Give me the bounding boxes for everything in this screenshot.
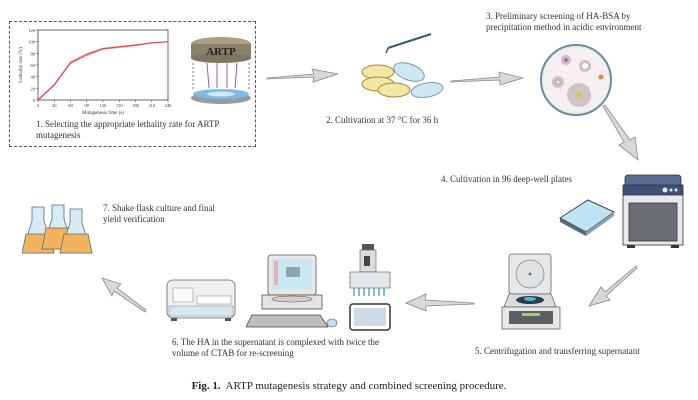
step-2-label: 2. Cultivation at 37 °C for 36 h bbox=[326, 115, 439, 125]
computer-illustration bbox=[246, 254, 338, 328]
step-5-label: 5. Centrifugation and transferring super… bbox=[475, 346, 640, 356]
x-tick-label: 30 bbox=[52, 103, 57, 108]
artp-device-illustration: ARTP bbox=[191, 37, 251, 104]
colony bbox=[598, 74, 604, 80]
step-1-line-1: 1. Selecting the appropriate lethality r… bbox=[36, 119, 220, 129]
data-point bbox=[167, 41, 169, 43]
shake-flasks-illustration bbox=[22, 204, 93, 254]
data-point bbox=[102, 48, 104, 50]
screening-plate-illustration bbox=[540, 44, 612, 116]
step-1-frame bbox=[9, 21, 256, 147]
figure-caption: Fig. 1. ARTP mutagenesis strategy and co… bbox=[0, 380, 698, 392]
step-1-line-2: mutagenesis bbox=[36, 130, 81, 140]
inoculation-loop-icon bbox=[387, 33, 432, 49]
multichannel-pipette-illustration bbox=[349, 244, 391, 331]
data-point bbox=[37, 99, 39, 101]
step-7-line-2: yield verification bbox=[103, 214, 165, 224]
y-tick-label: 80 bbox=[31, 51, 36, 56]
x-tick-label: 210 bbox=[148, 103, 156, 108]
step-6-label: 6. The HA in the supernatant is complexe… bbox=[172, 337, 432, 359]
microplate-reader-illustration bbox=[166, 279, 236, 321]
y-tick-label: 0 bbox=[33, 98, 36, 103]
plasma-rays bbox=[192, 62, 250, 90]
x-tick-label: 90 bbox=[85, 103, 90, 108]
x-tick-label: 120 bbox=[100, 103, 108, 108]
petri-dishes-illustration bbox=[361, 33, 444, 98]
data-point bbox=[118, 46, 120, 48]
figure-caption-text: ARTP mutagenesis strategy and combined s… bbox=[225, 380, 507, 392]
step-6-line-1: 6. The HA in the supernatant is complexe… bbox=[172, 337, 380, 347]
centrifuge-illustration bbox=[501, 253, 561, 330]
x-tick-label: 60 bbox=[68, 103, 73, 108]
y-tick-label: 120 bbox=[28, 28, 36, 33]
arrow-6-to-7 bbox=[101, 277, 147, 313]
step-6-line-2: volume of CTAB for re-screening bbox=[172, 348, 294, 358]
figure-caption-prefix: Fig. 1. bbox=[191, 380, 221, 392]
data-point bbox=[70, 62, 71, 64]
step-3-label: 3. Preliminary screening of HA-BSA by pr… bbox=[486, 11, 686, 33]
artp-label: ARTP bbox=[206, 46, 236, 58]
step-3-line-1: 3. Preliminary screening of HA-BSA by bbox=[486, 11, 631, 21]
incubator-illustration bbox=[622, 174, 684, 248]
data-point bbox=[53, 84, 55, 86]
y-tick-label: 100 bbox=[28, 40, 36, 45]
mouse bbox=[326, 318, 338, 328]
data-point bbox=[151, 42, 153, 44]
x-tick-label: 0 bbox=[37, 103, 40, 108]
y-tick-label: 60 bbox=[31, 63, 36, 68]
step-7-line-1: 7. Shake flask culture and final bbox=[103, 203, 215, 213]
y-axis-label: Lethality rate (%) bbox=[19, 47, 24, 83]
step-1-label: 1. Selecting the appropriate lethality r… bbox=[36, 119, 251, 141]
x-tick-label: 180 bbox=[132, 103, 140, 108]
arrow-2-to-3 bbox=[450, 71, 525, 86]
step-7-label: 7. Shake flask culture and final yield v… bbox=[103, 203, 253, 225]
arrow-4-to-5 bbox=[588, 265, 638, 307]
data-point bbox=[86, 54, 88, 55]
x-axis-label: Mutagenesis time (s) bbox=[82, 111, 124, 116]
step-4-label: 4. Cultivation in 96 deep-well plates bbox=[441, 174, 572, 184]
keyboard bbox=[246, 314, 329, 328]
y-tick-label: 40 bbox=[31, 75, 36, 80]
data-point bbox=[135, 44, 136, 46]
arrow-5-to-6 bbox=[404, 293, 475, 312]
petri-dish-icon bbox=[377, 82, 411, 98]
y-tick-label: 20 bbox=[31, 86, 36, 91]
petri-dish-lid-icon bbox=[410, 82, 444, 98]
lethality-chart: 0 20 40 60 80 100 120 0 30 60 90 120 150 180 210 240Mut… bbox=[19, 28, 173, 116]
x-tick-label: 150 bbox=[116, 103, 124, 108]
step-3-line-2: precipitation method in acidic environme… bbox=[486, 22, 642, 32]
arrow-3-to-4 bbox=[602, 104, 639, 161]
arrow-1-to-2 bbox=[266, 68, 339, 83]
incubator-door bbox=[628, 202, 678, 242]
petri-dish-lid-icon bbox=[393, 62, 425, 82]
x-tick-label: 240 bbox=[165, 103, 173, 108]
deep-well-plate-illustration bbox=[559, 199, 615, 236]
